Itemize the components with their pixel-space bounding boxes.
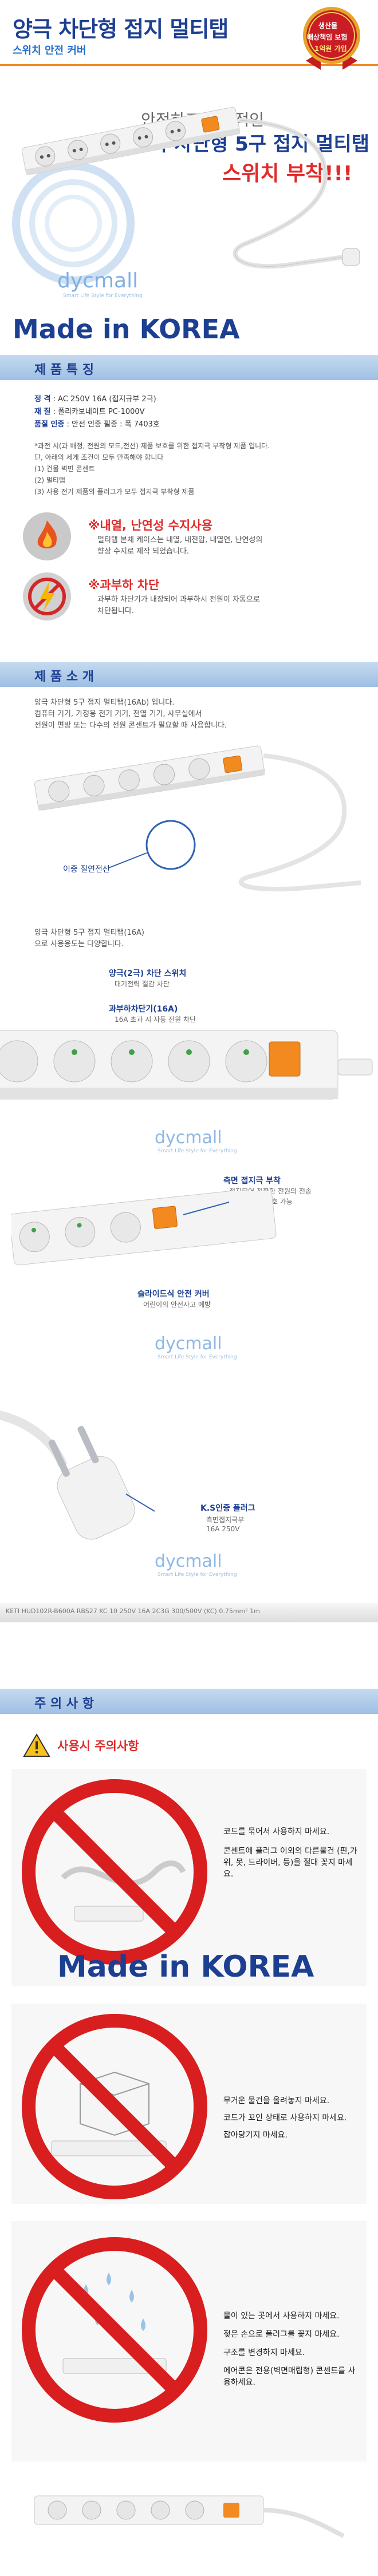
cable-strip: [0, 1603, 378, 1622]
flame-icon: [23, 512, 71, 560]
features-header-bar: [0, 355, 378, 380]
intro-header-bar: [0, 662, 378, 687]
made-in-korea: Made in KOREA: [13, 314, 240, 345]
page-title: 양극 차단형 접지 멀티탭: [13, 17, 229, 42]
caution-item: 에어콘은 전용(벽면매립형) 콘센트를 사용하세요.: [223, 2366, 356, 2387]
callout-heading: 양극(2극) 차단 스위치: [109, 969, 187, 978]
power-strip-closeup: [0, 1030, 373, 1100]
spec-row: 품질 인증 : 안전 인증 필증 : 폭 7403호: [34, 418, 160, 429]
spec-value: : 폴리카보네이트 PC-1000V: [53, 408, 145, 416]
caution-item: 무거운 물건을 올려놓지 마세요.: [223, 2096, 330, 2105]
note-line: (1) 건물 벽면 콘센트: [34, 465, 95, 473]
prohibited-water-icon: [22, 2237, 207, 2423]
power-strip-footer-image: [34, 2495, 345, 2538]
note-line: (2) 멀티탭: [34, 476, 65, 484]
caution-item: 잡아당기지 마세요.: [223, 2131, 288, 2140]
callout-heading: 과부하차단기(16A): [109, 1005, 178, 1014]
made-in-korea: Made in KOREA: [57, 1950, 314, 1984]
feature-body: 과부하 차단기가 내장되어 과부하시 전원이 자동으로: [97, 595, 260, 604]
callout-heading: 슬라이드식 안전 커버: [137, 1290, 210, 1299]
header-divider: [0, 64, 378, 66]
cable-print: KETI HUD102R-B600A RBS27 KC 10 250V 16A …: [6, 1607, 260, 1615]
feature-body: 향상 수지로 제작 되었습니다.: [97, 547, 190, 556]
badge-line-3: 1억원 가입: [314, 45, 347, 53]
side-socket-photo: [11, 1191, 277, 1266]
feature-body: 차단됩니다.: [97, 607, 134, 615]
intro-paragraph: 컴퓨터 기기, 가정용 전기 기기, 전열 기기, 사무실에서: [34, 710, 202, 718]
spec-label: 품질 인증: [34, 420, 65, 429]
callout-sub: 16A 초과 시 자동 전원 차단: [115, 1016, 196, 1024]
power-strip-photo: [34, 745, 361, 892]
intro-paragraph: 양극 차단형 5구 접지 멀티탭(16Ab) 입니다.: [34, 698, 175, 707]
note-line: *과전 시(과 배정, 전원의 모드,전선) 제품 보호를 위한 접지극 부착형…: [34, 442, 270, 450]
spec-row: 정 격 : AC 250V 16A (접지규부 2극): [34, 393, 156, 404]
caution-item: 코드가 꼬인 상태로 사용하지 마세요.: [223, 2113, 347, 2123]
callout-sub: 대기전력 절감 차단: [115, 980, 170, 988]
callout-heading: K.S인증 플러그: [200, 1504, 255, 1513]
intro-paragraph: 으로 사용용도는 다양합니다.: [34, 940, 124, 949]
feature-heading: ※내열, 난연성 수지사용: [88, 519, 212, 532]
warning-triangle-icon: [23, 1733, 50, 1757]
hero: dycmall Smart Life Style for Everything …: [0, 69, 378, 299]
caution-item: 구조를 변경하지 마세요.: [223, 2348, 305, 2357]
feature-heading: ※과부하 차단: [88, 578, 160, 592]
header: 양극 차단형 접지 멀티탭 스위치 안전 커버 생산물 배상책임 보험 1억원 …: [0, 0, 378, 70]
spec-value: : AC 250V 16A (접지규부 2극): [53, 395, 156, 404]
features-title: 제 품 특 징: [34, 363, 94, 377]
watermark-tagline: Smart Life Style for Everything: [63, 293, 143, 299]
intro-paragraph: 양극 차단형 5구 접지 멀티탭(16A): [34, 929, 144, 937]
power-strip-image: [21, 106, 360, 269]
caution-item: 콘센트에 플러그 이외의 다른물건 (핀,가위, 못, 드라이버, 등)을 절대…: [223, 1847, 357, 1879]
badge-line-1: 생산물: [318, 22, 338, 30]
intro-title: 제 품 소 개: [34, 670, 94, 684]
caution-item: 물이 있는 곳에서 사용하지 마세요.: [223, 2312, 340, 2321]
spec-label: 정 격: [34, 395, 51, 404]
hero-slogan-3: 스위치 부착!!!: [222, 162, 353, 185]
callout-sub: 16A 250V: [206, 1525, 240, 1533]
insurance-badge-icon: [303, 7, 360, 70]
prohibited-heavy-object-icon: [22, 2014, 207, 2199]
callout-sub: 측면접지극부: [206, 1516, 245, 1524]
caution-title: 주 의 사 항: [34, 1697, 94, 1711]
plug-photo: [0, 1411, 155, 1540]
spec-label: 재 질: [34, 408, 51, 416]
caution-item: 코드를 묶어서 사용하지 마세요.: [223, 1827, 330, 1836]
caution-item: 젖은 손으로 플러그를 꽂지 마세요.: [223, 2330, 340, 2339]
callout-heading: 측면 접지극 부착: [223, 1176, 281, 1186]
caution-label: 사용시 주의사항: [57, 1739, 139, 1753]
watermark-tagline: Smart Life Style for Everything: [158, 1148, 237, 1154]
watermark-brand: dycmall: [155, 1334, 222, 1354]
spec-row: 재 질 : 폴리카보네이트 PC-1000V: [34, 405, 145, 416]
watermark-brand: dycmall: [155, 1551, 222, 1571]
spec-value: : 안전 인증 필증 : 폭 7403호: [66, 420, 160, 429]
feature-body: 멀티탭 본체 케이스는 내열, 내전압, 내열연, 난연성의: [97, 536, 263, 544]
intro-paragraph: 전원이 편방 또는 다수의 전원 콘센트가 필요할 때 사용합니다.: [34, 721, 227, 730]
cable-callout: 이중 절연전선: [63, 865, 110, 874]
watermark-brand: dycmall: [57, 269, 139, 293]
page-subtitle: 스위치 안전 커버: [13, 45, 86, 57]
watermark-brand: dycmall: [155, 1128, 222, 1148]
caution-header-bar: [0, 1689, 378, 1714]
note-line: (3) 사용 전기 제품의 플러그가 모두 접지극 부착형 제품: [34, 488, 195, 496]
overload-lightning-icon: [23, 572, 71, 621]
callout-sub: 어린이의 안전사고 예방: [143, 1301, 211, 1309]
prohibited-cord-icon: [22, 1779, 207, 1965]
note-line: 단, 아래의 세게 조건이 모두 만족해야 합니다: [34, 453, 164, 461]
watermark-tagline: Smart Life Style for Everything: [158, 1572, 237, 1578]
watermark-tagline: Smart Life Style for Everything: [158, 1354, 237, 1360]
badge-line-2: 배상책임 보험: [307, 33, 348, 41]
